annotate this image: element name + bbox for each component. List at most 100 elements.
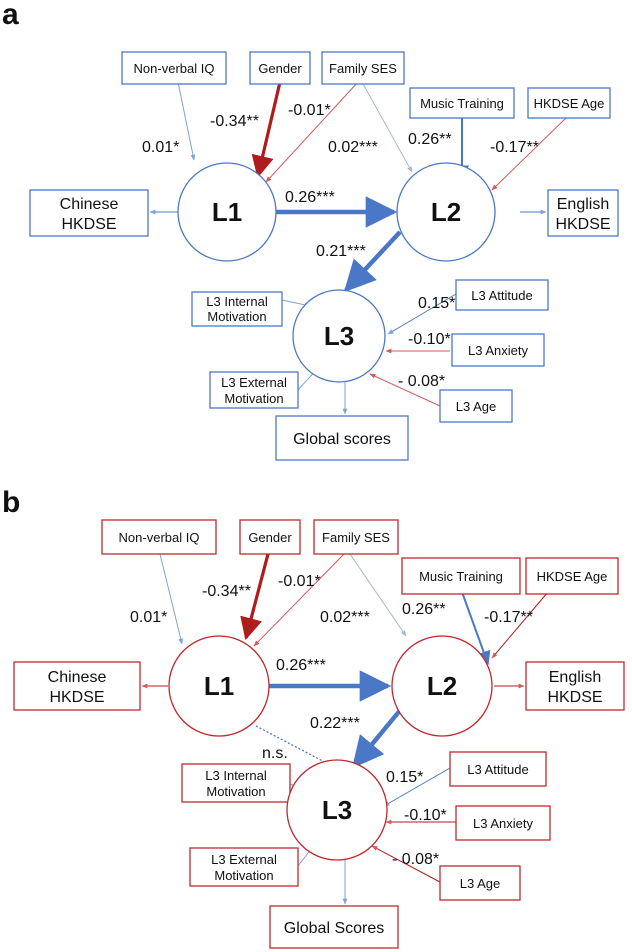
- node-l1-label: L1: [212, 197, 242, 227]
- box-nonverbal-iq: Non-verbal IQ: [121, 51, 227, 85]
- box-b-global-scores: Global Scores: [269, 905, 399, 949]
- edge-gender-l1: [251, 81, 282, 179]
- coef-b-ses-l1: -0.01*: [278, 573, 321, 590]
- edge-b-nonverbal-l1: [159, 553, 184, 645]
- box-music-training: Music Training: [409, 87, 515, 119]
- box-global-scores: Global scores: [275, 415, 409, 461]
- box-b-english-line1: English: [549, 669, 601, 686]
- box-l3-internal-motivation: L3 Internal Motivation: [191, 291, 283, 327]
- box-b-internal-line1: L3 Internal: [205, 768, 267, 783]
- box-b-hkdse-age-label: HKDSE Age: [537, 569, 608, 584]
- box-b-gender-label: Gender: [248, 530, 292, 545]
- edge-nonverbal-l1: [177, 81, 196, 161]
- coef-attitude-l3: 0.15*: [418, 295, 455, 312]
- coef-b-nonverbal-l1: 0.01*: [130, 609, 167, 626]
- panel-a: a Non-verbal IQ Gender Family SES: [2, 0, 619, 461]
- box-l3-external-motivation: L3 External Motivation: [209, 371, 299, 409]
- edge-b-gender-l1: [240, 553, 270, 641]
- box-internal-line1: L3 Internal: [206, 294, 268, 309]
- box-attitude-label: L3 Attitude: [471, 288, 532, 303]
- edge-b-l1-l3: [255, 725, 337, 769]
- box-b-gender: Gender: [239, 519, 301, 555]
- box-b-attitude-label: L3 Attitude: [467, 762, 528, 777]
- box-l3-age: L3 Age: [439, 389, 513, 423]
- node-b-l3: L3: [286, 759, 388, 861]
- node-l3: L3: [292, 289, 386, 383]
- box-b-music-training: Music Training: [401, 557, 521, 595]
- edge-l2-l3: [343, 230, 402, 293]
- box-b-chinese-hkdse: Chinese HKDSE: [13, 661, 141, 711]
- coef-b-l2-l3: 0.22***: [310, 715, 360, 732]
- coef-l1-l2: 0.26***: [285, 189, 335, 206]
- box-b-global-label: Global Scores: [284, 920, 385, 937]
- node-b-l3-label: L3: [322, 795, 352, 825]
- panel-a-label: a: [2, 0, 19, 31]
- node-b-l2: L2: [391, 635, 493, 737]
- box-anxiety-label: L3 Anxiety: [468, 343, 528, 358]
- box-b-external-line2: Motivation: [214, 868, 273, 883]
- edge-ses-l2: [361, 81, 413, 173]
- box-chinese-line1: Chinese: [60, 196, 119, 213]
- coef-b-hkdseage-l2: -0.17**: [484, 609, 533, 626]
- coef-b-l1-l2: 0.26***: [276, 657, 326, 674]
- edge-b-l2-l3: [351, 706, 404, 769]
- edge-age-l3: [369, 373, 441, 407]
- box-english-hkdse: English HKDSE: [547, 189, 619, 237]
- node-l2-label: L2: [431, 197, 461, 227]
- node-l2: L2: [396, 162, 496, 262]
- box-b-l3-age: L3 Age: [439, 865, 521, 901]
- box-l3-attitude: L3 Attitude: [455, 279, 549, 311]
- box-b-age-label: L3 Age: [460, 876, 501, 891]
- box-b-internal-line2: Motivation: [206, 784, 265, 799]
- edge-b-ses-l2: [349, 553, 407, 637]
- box-chinese-hkdse: Chinese HKDSE: [29, 189, 149, 237]
- box-l3-anxiety: L3 Anxiety: [451, 333, 545, 367]
- box-nonverbal-iq-label: Non-verbal IQ: [134, 61, 215, 76]
- node-b-l1: L1: [168, 635, 270, 737]
- box-b-english-line2: HKDSE: [547, 689, 602, 706]
- node-l1: L1: [177, 162, 277, 262]
- coef-b-l1-l3: n.s.: [262, 745, 288, 762]
- panel-b-label: b: [2, 486, 20, 519]
- coef-b-music-l2: 0.26**: [402, 601, 446, 618]
- box-gender-label: Gender: [258, 61, 302, 76]
- coef-age-l3: - 0.08*: [398, 373, 445, 390]
- box-b-external-line1: L3 External: [211, 852, 277, 867]
- coef-gender-l1: -0.34**: [210, 113, 259, 130]
- box-external-line2: Motivation: [224, 391, 283, 406]
- edge-b-ses-l1: [253, 553, 345, 647]
- box-b-l3-external-motivation: L3 External Motivation: [189, 847, 299, 887]
- edge-b-attitude-l3: [383, 767, 451, 807]
- box-english-line1: English: [557, 196, 609, 213]
- box-gender: Gender: [249, 51, 311, 85]
- box-b-l3-anxiety: L3 Anxiety: [455, 805, 551, 841]
- box-b-hkdse-age: HKDSE Age: [525, 557, 619, 595]
- box-b-chinese-line2: HKDSE: [49, 689, 104, 706]
- box-external-line1: L3 External: [221, 375, 287, 390]
- coef-hkdseage-l2: -0.17**: [490, 139, 539, 156]
- coef-b-ses-l2: 0.02***: [320, 609, 370, 626]
- coef-ses-l2: 0.02***: [328, 139, 378, 156]
- coef-b-attitude-l3: 0.15*: [386, 769, 423, 786]
- edge-ses-l1: [265, 81, 359, 183]
- box-b-chinese-line1: Chinese: [48, 669, 107, 686]
- box-global-label: Global scores: [293, 431, 391, 448]
- box-age-label: L3 Age: [456, 399, 497, 414]
- box-hkdse-age: HKDSE Age: [527, 87, 611, 119]
- box-english-line2: HKDSE: [555, 216, 610, 233]
- edge-hkdseage-l2: [491, 117, 567, 191]
- node-b-l1-label: L1: [204, 671, 234, 701]
- coef-anxiety-l3: -0.10*: [408, 331, 451, 348]
- edge-b-age-l3: [371, 845, 441, 883]
- box-family-ses: Family SES: [321, 51, 405, 85]
- box-b-family-ses-label: Family SES: [322, 530, 390, 545]
- box-b-english-hkdse: English HKDSE: [525, 661, 625, 711]
- node-b-l2-label: L2: [427, 671, 457, 701]
- node-l3-label: L3: [324, 321, 354, 351]
- coef-b-age-l3: - 0.08*: [392, 851, 439, 868]
- box-music-training-label: Music Training: [420, 96, 504, 111]
- coef-music-l2: 0.26**: [408, 131, 452, 148]
- box-b-l3-attitude: L3 Attitude: [449, 751, 547, 787]
- box-b-family-ses: Family SES: [313, 519, 399, 555]
